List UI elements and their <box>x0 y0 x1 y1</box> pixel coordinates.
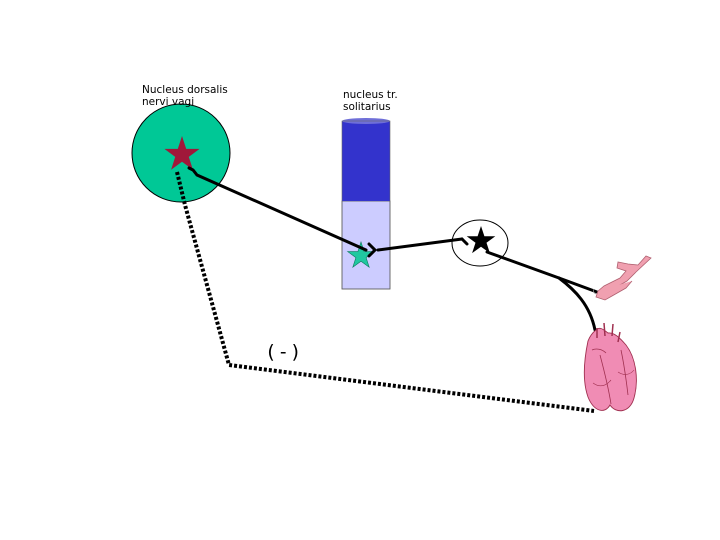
heart-icon <box>583 322 637 412</box>
nucleus-dorsalis-label-line1: Nucleus dorsalis <box>142 84 228 96</box>
nts-neuron-star-icon <box>346 241 376 268</box>
nucleus-dorsalis-label-line2: nervi vagi <box>142 96 195 108</box>
nucleus-tractus-label: nucleus tr. solitarius <box>343 89 398 113</box>
ganglion-neuron-star-icon <box>466 226 496 254</box>
inhibition-sign: (-) <box>265 341 303 363</box>
nucleus-tractus-label-line1: nucleus tr. <box>343 89 398 101</box>
nucleus-tractus-label-line2: solitarius <box>343 101 391 113</box>
afferent-pathway-line <box>187 166 599 332</box>
nucleus-tractus-cylinder <box>341 118 391 290</box>
inhibitory-pathway-dashed-line <box>175 171 595 413</box>
nucleus-dorsalis-label: Nucleus dorsalis nervi vagi <box>142 84 228 108</box>
blood-vessel-icon <box>592 255 652 301</box>
dorsalis-neuron-star-icon <box>164 136 200 170</box>
